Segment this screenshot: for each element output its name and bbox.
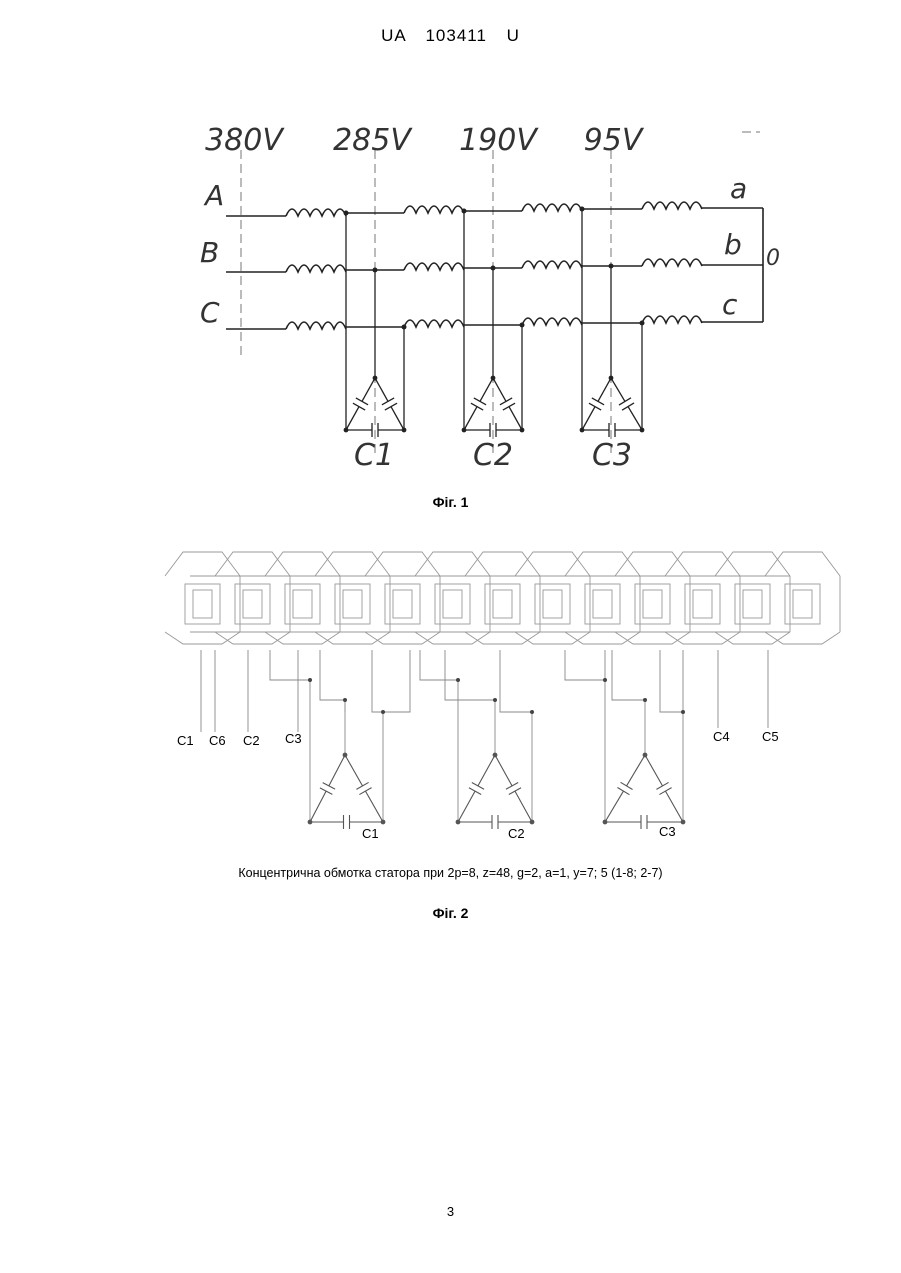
phase-label-c-input: C bbox=[200, 296, 220, 329]
junction-dots bbox=[344, 207, 645, 330]
stator-winding bbox=[165, 552, 840, 644]
figure-2-winding-diagram: C1 C6 C2 C3 C4 C5 C1 C2 C3 bbox=[0, 540, 901, 860]
lead-label-c6: C6 bbox=[209, 733, 226, 748]
voltage-label-190: 190V bbox=[459, 123, 539, 158]
voltage-label-285: 285V bbox=[333, 123, 413, 158]
phase-label-a-input: A bbox=[203, 179, 224, 212]
capacitor-bank-fig1-3 bbox=[580, 376, 645, 437]
figure-1-circuit-diagram: 380V 285V 190V 95V A B C a b c 0 bbox=[0, 110, 901, 590]
figure-1-caption: Фіг. 1 bbox=[0, 494, 901, 510]
document-number: UA 103411 U bbox=[0, 26, 901, 46]
lead-label-c4: C4 bbox=[713, 729, 730, 744]
phase-label-c-output: c bbox=[722, 288, 738, 321]
capacitor-label-c2: C2 bbox=[473, 438, 513, 473]
lead-label-c1: C1 bbox=[177, 733, 194, 748]
figure-2-description: Концентрична обмотка статора при 2р=8, z… bbox=[0, 866, 901, 880]
phase-label-b-output: b bbox=[724, 228, 742, 261]
capacitor-label-c3: C3 bbox=[592, 438, 632, 473]
capacitor-bank-drops bbox=[346, 209, 642, 430]
capacitor-label-c1: C1 bbox=[362, 826, 379, 841]
page-number: 3 bbox=[0, 1204, 901, 1219]
lead-label-c3: C3 bbox=[285, 731, 302, 746]
figure-2-caption: Фіг. 2 bbox=[0, 905, 901, 921]
lead-label-c2: C2 bbox=[243, 733, 260, 748]
voltage-label-380: 380V bbox=[205, 123, 285, 158]
phase-lines bbox=[226, 202, 763, 329]
neutral-label: 0 bbox=[766, 246, 780, 271]
capacitor-label-c3: C3 bbox=[659, 824, 676, 839]
phase-label-a-output: a bbox=[730, 172, 747, 205]
voltage-label-95: 95V bbox=[584, 123, 645, 158]
lead-label-c5: C5 bbox=[762, 729, 779, 744]
capacitor-bank-fig2-1 bbox=[308, 753, 386, 829]
phase-label-b-input: B bbox=[200, 236, 219, 269]
capacitor-label-c1: C1 bbox=[354, 438, 394, 473]
capacitor-label-c2: C2 bbox=[508, 826, 525, 841]
capacitor-bank-fig2-2 bbox=[456, 753, 535, 829]
capacitor-bank-fig2-3 bbox=[603, 753, 686, 829]
